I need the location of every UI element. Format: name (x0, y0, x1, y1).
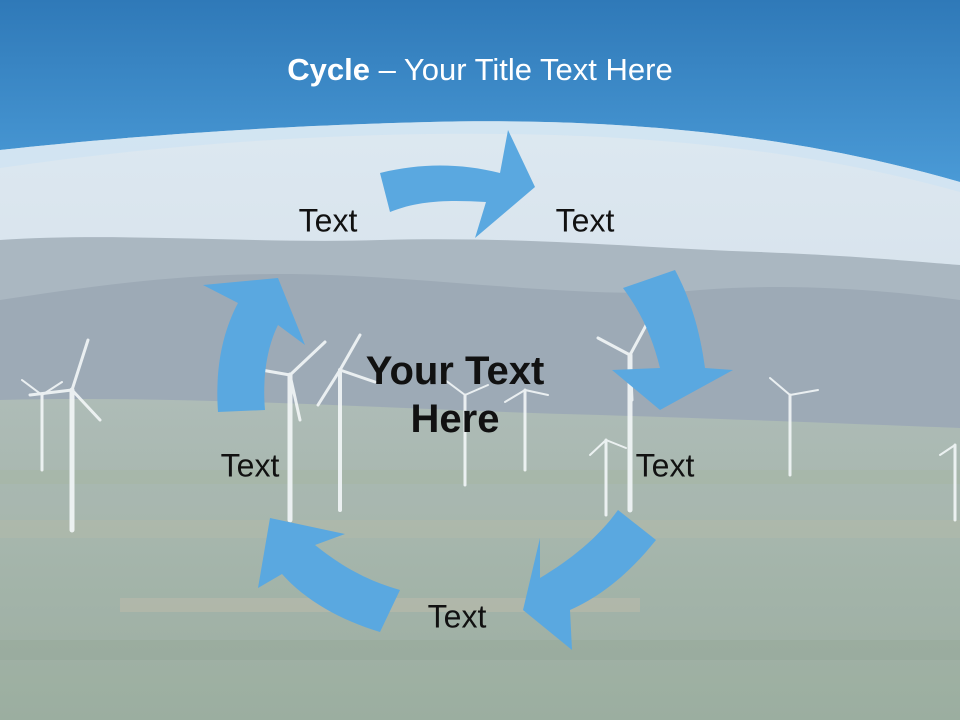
center-text: Your Text Here (366, 347, 545, 443)
field-strip (0, 520, 960, 538)
node-label-top-right: Text (555, 202, 615, 239)
field-strip (0, 470, 960, 484)
cycle-arrow-top (380, 130, 535, 238)
node-label-right: Text (635, 447, 695, 484)
header-band (0, 0, 960, 182)
title-bold: Cycle (287, 52, 370, 87)
node-label-bottom: Text (427, 598, 487, 635)
wind-turbine (444, 379, 489, 487)
cycle-arrow-bottom-left (258, 518, 400, 632)
wind-turbine (769, 377, 819, 477)
wind-turbine (248, 340, 327, 523)
cycle-arrow-right (612, 270, 733, 410)
wind-turbine (504, 388, 549, 472)
header-highlight (0, 121, 960, 192)
wind-turbine (21, 379, 63, 472)
wind-turbine (316, 333, 377, 512)
center-text-line1: Your Text (365, 349, 545, 393)
node-label-left: Text (220, 447, 280, 484)
slide-title: Cycle – Your Title Text Here (0, 52, 960, 88)
node-label-top-left: Text (298, 202, 358, 239)
title-rest: – Your Title Text Here (370, 52, 673, 87)
cycle-arrow-left (203, 278, 305, 412)
field-strip (0, 640, 960, 660)
wind-turbine (589, 438, 627, 517)
wind-turbine (939, 443, 957, 522)
cycle-arrow-bottom-right (523, 510, 656, 650)
center-text-line2: Here (410, 397, 500, 441)
wind-turbine (28, 338, 102, 533)
